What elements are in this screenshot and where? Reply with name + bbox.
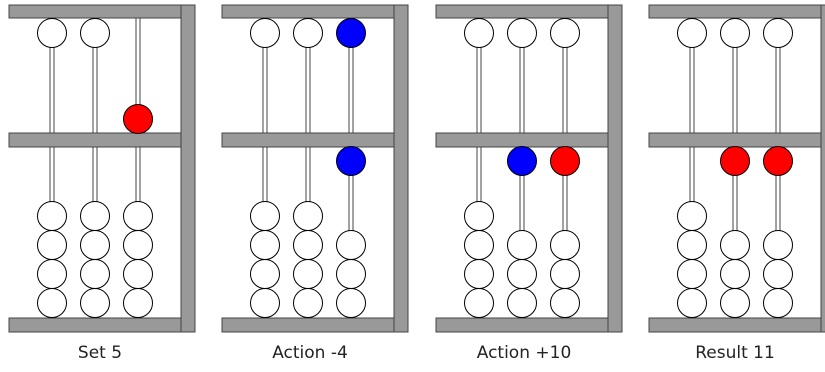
bottom-frame-bar [8, 317, 182, 333]
heaven-bead [720, 18, 750, 48]
earth-bead [677, 288, 707, 318]
top-frame-bar [648, 4, 822, 19]
earth-bead [550, 230, 580, 260]
earth-bead [677, 230, 707, 260]
earth-bead [336, 288, 366, 318]
top-frame-bar [435, 4, 609, 19]
heaven-bead [80, 18, 110, 48]
earth-bead [720, 146, 750, 176]
panel-caption-set-5: Set 5 [77, 343, 123, 363]
earth-bead [336, 230, 366, 260]
earth-bead [507, 259, 537, 289]
heaven-bead [37, 18, 67, 48]
panel-caption-action-plus-10: Action +10 [476, 343, 572, 363]
heaven-bead [677, 18, 707, 48]
earth-bead [80, 288, 110, 318]
earth-bead [507, 146, 537, 176]
earth-bead [677, 201, 707, 231]
earth-bead [123, 288, 153, 318]
right-frame-post [393, 4, 409, 333]
earth-bead [763, 230, 793, 260]
earth-bead [550, 146, 580, 176]
right-frame-post [820, 4, 825, 333]
earth-bead [550, 288, 580, 318]
heaven-bead [336, 18, 366, 48]
earth-bead [763, 146, 793, 176]
earth-bead [250, 288, 280, 318]
bottom-frame-bar [221, 317, 395, 333]
earth-bead [37, 259, 67, 289]
heaven-bead [293, 18, 323, 48]
earth-bead [336, 259, 366, 289]
heaven-bead [464, 18, 494, 48]
bottom-frame-bar [435, 317, 609, 333]
heaven-bead [123, 104, 153, 134]
earth-bead [250, 259, 280, 289]
heaven-bead [507, 18, 537, 48]
earth-bead [80, 201, 110, 231]
earth-bead [464, 259, 494, 289]
earth-bead [80, 230, 110, 260]
earth-bead [123, 230, 153, 260]
earth-bead [720, 230, 750, 260]
earth-bead [250, 230, 280, 260]
bottom-frame-bar [648, 317, 822, 333]
earth-bead [763, 259, 793, 289]
middle-beam-bar [221, 132, 395, 148]
earth-bead [720, 259, 750, 289]
earth-bead [507, 288, 537, 318]
earth-bead [37, 201, 67, 231]
top-frame-bar [221, 4, 395, 19]
earth-bead [293, 288, 323, 318]
heaven-bead [250, 18, 280, 48]
earth-bead [123, 201, 153, 231]
top-frame-bar [8, 4, 182, 19]
earth-bead [250, 201, 280, 231]
earth-bead [293, 259, 323, 289]
panel-caption-result-11: Result 11 [695, 343, 775, 363]
middle-beam-bar [8, 132, 182, 148]
earth-bead [464, 288, 494, 318]
earth-bead [507, 230, 537, 260]
earth-bead [37, 288, 67, 318]
earth-bead [464, 201, 494, 231]
heaven-bead [550, 18, 580, 48]
earth-bead [336, 146, 366, 176]
right-frame-post [180, 4, 196, 333]
middle-beam-bar [648, 132, 822, 148]
earth-bead [720, 288, 750, 318]
earth-bead [763, 288, 793, 318]
earth-bead [293, 201, 323, 231]
earth-bead [37, 230, 67, 260]
earth-bead [677, 259, 707, 289]
right-frame-post [607, 4, 623, 333]
earth-bead [293, 230, 323, 260]
earth-bead [464, 230, 494, 260]
middle-beam-bar [435, 132, 609, 148]
earth-bead [80, 259, 110, 289]
panel-caption-action-minus-4: Action -4 [272, 343, 348, 363]
earth-bead [123, 259, 153, 289]
heaven-bead [763, 18, 793, 48]
earth-bead [550, 259, 580, 289]
